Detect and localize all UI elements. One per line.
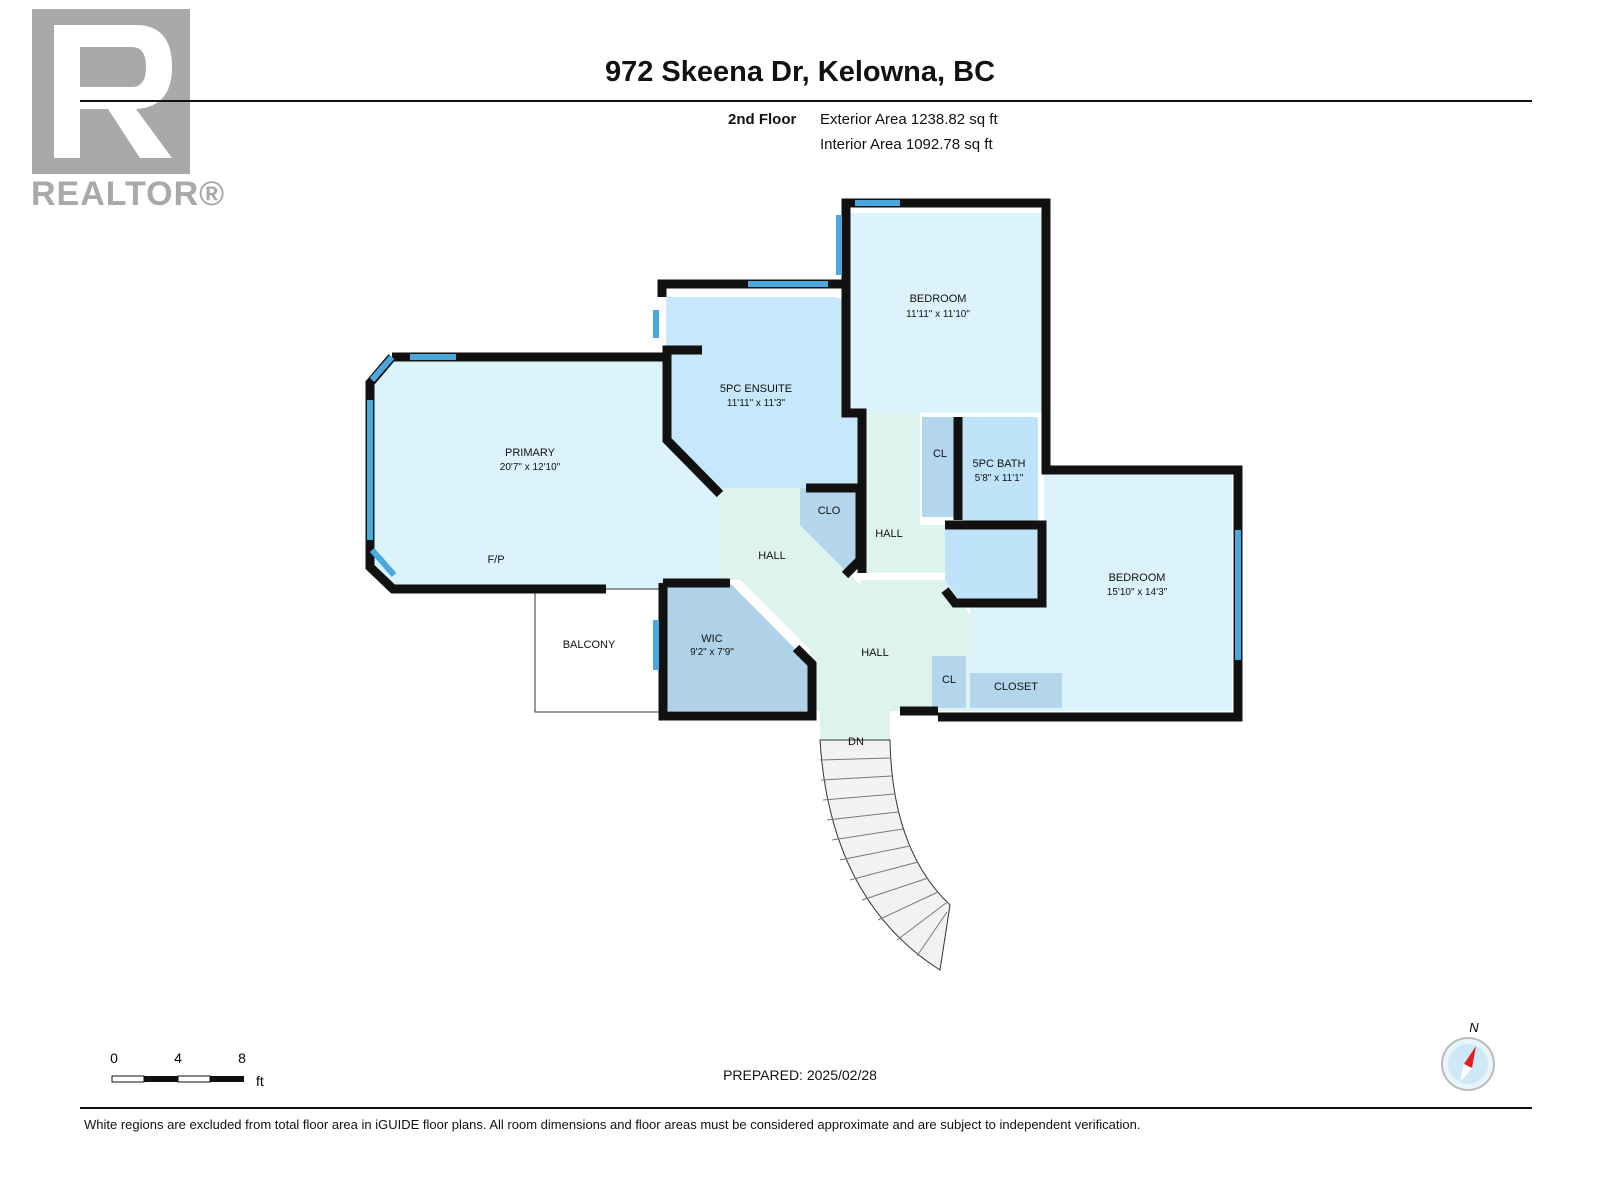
cl-upper-label: CL <box>933 448 947 460</box>
cl-lower-label: CL <box>942 674 956 686</box>
closet-area <box>970 673 1062 708</box>
wic-room <box>663 583 810 711</box>
stairs-label: DN <box>848 736 864 748</box>
scale-unit: ft <box>256 1073 264 1089</box>
floor-plan: PRIMARY 20'7" x 12'10" 5PC ENSUITE 11'11… <box>365 198 1243 971</box>
primary-room <box>370 357 720 589</box>
interior-area: Interior Area 1092.78 sq ft <box>820 136 993 153</box>
primary-label: PRIMARY <box>505 447 556 459</box>
floor-label: 2nd Floor <box>728 111 797 128</box>
ensuite-label: 5PC ENSUITE <box>720 383 792 395</box>
clo-label: CLO <box>818 505 841 517</box>
cl-upper-closet <box>922 417 958 517</box>
hall-north-label: HALL <box>875 528 903 540</box>
hall-west-area <box>720 488 860 650</box>
realtor-logo-icon <box>32 9 190 174</box>
disclaimer-text: White regions are excluded from total fl… <box>84 1117 1141 1132</box>
bath-room <box>962 417 1038 525</box>
wic-dims: 9'2" x 7'9" <box>690 647 734 658</box>
primary-dims: 20'7" x 12'10" <box>500 462 561 473</box>
bedroom-north-dims: 11'11" x 11'10" <box>906 309 970 320</box>
bath-label: 5PC BATH <box>973 458 1026 470</box>
realtor-logo-text: REALTOR® <box>31 175 226 213</box>
bath-lower-room <box>945 525 1038 603</box>
bath-dims: 5'8" x 11'1" <box>975 473 1024 484</box>
bedroom-east-room <box>1044 470 1232 711</box>
scale-label-8: 8 <box>238 1052 246 1066</box>
balcony-area <box>534 588 664 713</box>
scale-label-4: 4 <box>174 1052 182 1066</box>
hall-north-area <box>862 413 945 573</box>
windows <box>367 200 1241 670</box>
footer-divider <box>80 1107 1532 1109</box>
bedroom-east-label: BEDROOM <box>1109 572 1166 584</box>
fireplace-label: F/P <box>487 554 504 566</box>
exterior-area: Exterior Area 1238.82 sq ft <box>820 111 998 128</box>
closet-label: CLOSET <box>994 681 1038 693</box>
bedroom-north-label: BEDROOM <box>910 293 967 305</box>
header-divider <box>80 100 1532 102</box>
cl-lower-closet <box>932 656 966 708</box>
balcony-label: BALCONY <box>563 639 616 651</box>
ensuite-room <box>666 297 862 488</box>
compass-north-label: N <box>1469 1020 1479 1035</box>
staircase <box>819 739 951 971</box>
ensuite-dims: 11'11" x 11'3" <box>727 398 786 409</box>
compass-icon: N <box>1441 1020 1495 1091</box>
hall-west-label: HALL <box>758 550 786 562</box>
wic-label: WIC <box>701 633 722 645</box>
bedroom-east-dims: 15'10" x 14'3" <box>1107 587 1168 598</box>
prepared-date: PREPARED: 2025/02/28 <box>723 1067 877 1083</box>
scale-label-0: 0 <box>110 1052 118 1066</box>
page-title: 972 Skeena Dr, Kelowna, BC <box>604 56 996 88</box>
scale-bar: 0 4 8 ft <box>110 1052 264 1089</box>
bedroom-north-room <box>846 213 1042 413</box>
clo-closet <box>800 488 860 575</box>
hall-south-area <box>810 580 970 740</box>
hall-south-label: HALL <box>861 647 889 659</box>
room-fills <box>370 213 1232 740</box>
